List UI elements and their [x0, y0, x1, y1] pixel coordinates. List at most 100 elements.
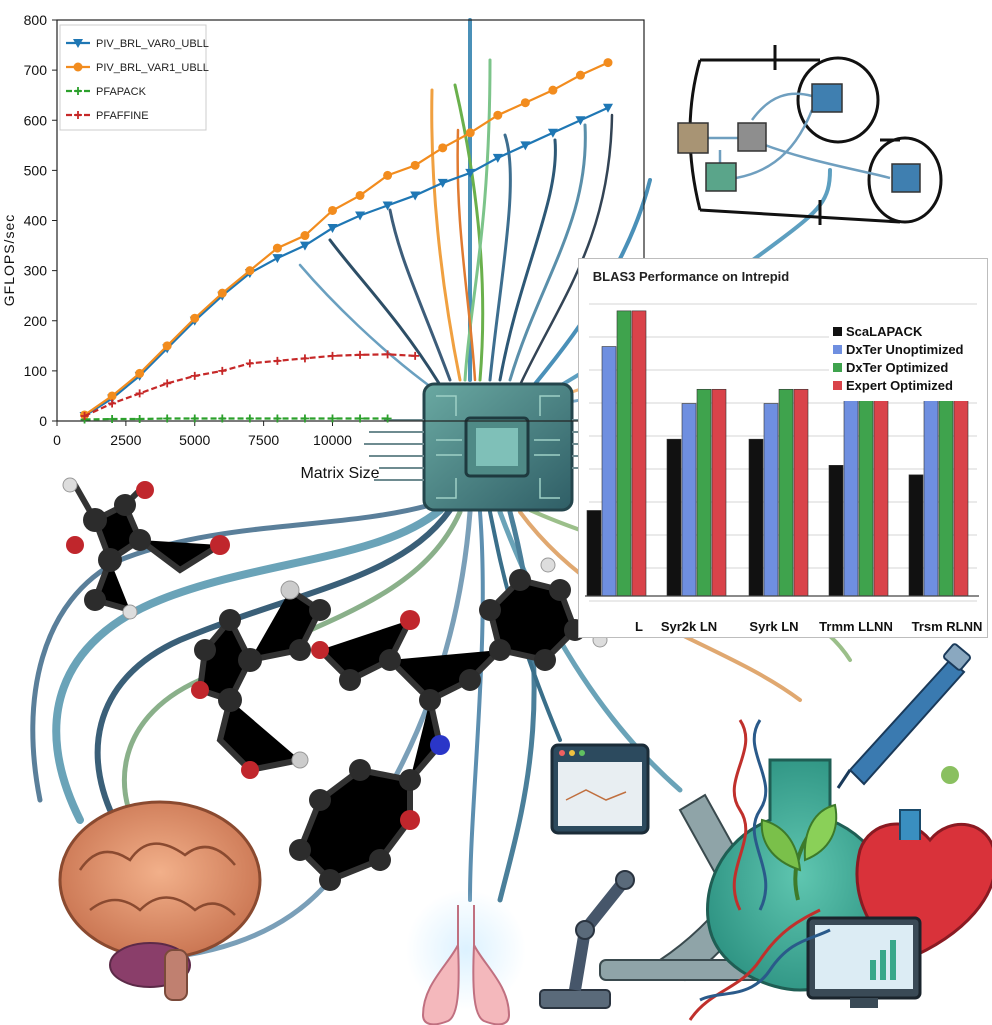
legend-marker	[74, 111, 82, 119]
data-point	[438, 143, 448, 153]
bar-legend-label: DxTer Unoptimized	[846, 342, 964, 357]
bar-legend-swatch	[833, 381, 842, 390]
series-group	[79, 58, 613, 424]
data-point	[273, 356, 282, 365]
data-point	[547, 128, 558, 138]
data-point	[437, 178, 448, 188]
bar	[681, 403, 697, 597]
data-point	[163, 379, 172, 388]
data-point	[218, 366, 227, 375]
bar	[631, 310, 647, 597]
data-point	[493, 110, 503, 120]
code-window-icon	[550, 743, 650, 835]
data-point	[245, 359, 254, 368]
y-tick-label: 200	[24, 313, 48, 329]
data-point	[328, 205, 337, 215]
data-point	[190, 414, 199, 423]
data-point	[575, 116, 586, 126]
data-point	[135, 414, 144, 423]
data-point	[272, 243, 282, 253]
data-point	[272, 254, 283, 264]
data-point	[355, 190, 365, 200]
data-point	[108, 414, 117, 423]
x-tick-label: 5000	[179, 432, 210, 448]
brain-icon	[58, 800, 262, 1001]
data-point	[356, 350, 365, 359]
y-tick-label: 300	[24, 263, 48, 279]
dna-icon	[688, 908, 831, 1021]
bar-category-label: Syr2k LN	[661, 619, 717, 634]
data-point	[273, 414, 282, 423]
data-point	[548, 85, 558, 95]
bar	[748, 438, 764, 597]
series-line-2	[84, 417, 388, 421]
x-tick-label: 10000	[313, 432, 352, 448]
bar	[828, 465, 844, 597]
data-point	[300, 414, 309, 423]
data-point	[299, 241, 310, 251]
bar-legend-label: Expert Optimized	[846, 378, 953, 393]
robot-arm-icon	[539, 870, 635, 1009]
data-point	[135, 368, 145, 378]
data-point	[411, 351, 420, 360]
processor-chip-icon	[364, 382, 632, 512]
bar	[601, 346, 617, 597]
data-point	[163, 414, 172, 423]
legend-label: PIV_BRL_VAR1_UBLL	[96, 62, 209, 74]
line-legend: PIV_BRL_VAR0_UBLLPIV_BRL_VAR1_UBLLPFAPAC…	[59, 24, 209, 131]
data-point	[356, 414, 365, 423]
data-point	[465, 128, 475, 138]
legend-label: PFAPACK	[96, 86, 147, 98]
y-axis-label: GFLOPS/sec	[1, 214, 17, 306]
bar	[586, 510, 602, 597]
data-point	[355, 211, 366, 221]
data-point	[217, 288, 227, 298]
data-point	[575, 70, 585, 80]
pipette-icon	[836, 643, 971, 789]
bar-chart-title: BLAS3 Performance on Intrepid	[593, 269, 790, 284]
legend-marker	[74, 87, 82, 95]
bar-series-group	[585, 310, 979, 597]
bar-legend-swatch	[833, 327, 842, 336]
data-point	[492, 153, 503, 163]
bar	[763, 403, 779, 597]
data-point	[218, 414, 227, 423]
x-tick-label: 2500	[110, 432, 141, 448]
bar	[711, 388, 727, 597]
lungs-icon	[406, 890, 526, 1025]
data-point	[327, 224, 338, 234]
data-point	[383, 414, 392, 423]
y-tick-label: 400	[24, 213, 48, 229]
monitor-icon	[806, 916, 922, 1008]
bar-legend-label: ScaLAPACK	[846, 324, 923, 339]
data-point	[465, 168, 476, 178]
data-point	[410, 160, 420, 170]
data-point	[190, 371, 199, 380]
data-point	[135, 389, 144, 398]
y-tick-label: 500	[24, 162, 48, 178]
bar-category-label: Trsm RLNN	[912, 619, 983, 634]
bar	[778, 388, 794, 597]
x-tick-label: 0	[53, 432, 61, 448]
bar-legend-swatch	[833, 363, 842, 372]
y-tick-label: 100	[24, 363, 48, 379]
legend-marker	[73, 62, 83, 72]
y-tick-label: 0	[39, 413, 47, 429]
bar-legend-swatch	[833, 345, 842, 354]
bar	[908, 474, 924, 597]
data-point	[328, 351, 337, 360]
data-point	[107, 391, 117, 401]
data-point	[245, 266, 255, 276]
bar-category-label: Trmm LLNN	[819, 619, 893, 634]
data-point	[328, 414, 337, 423]
data-point	[520, 98, 530, 108]
data-point	[80, 411, 89, 420]
bar	[696, 388, 712, 597]
bar	[793, 388, 809, 597]
data-point	[382, 201, 393, 211]
